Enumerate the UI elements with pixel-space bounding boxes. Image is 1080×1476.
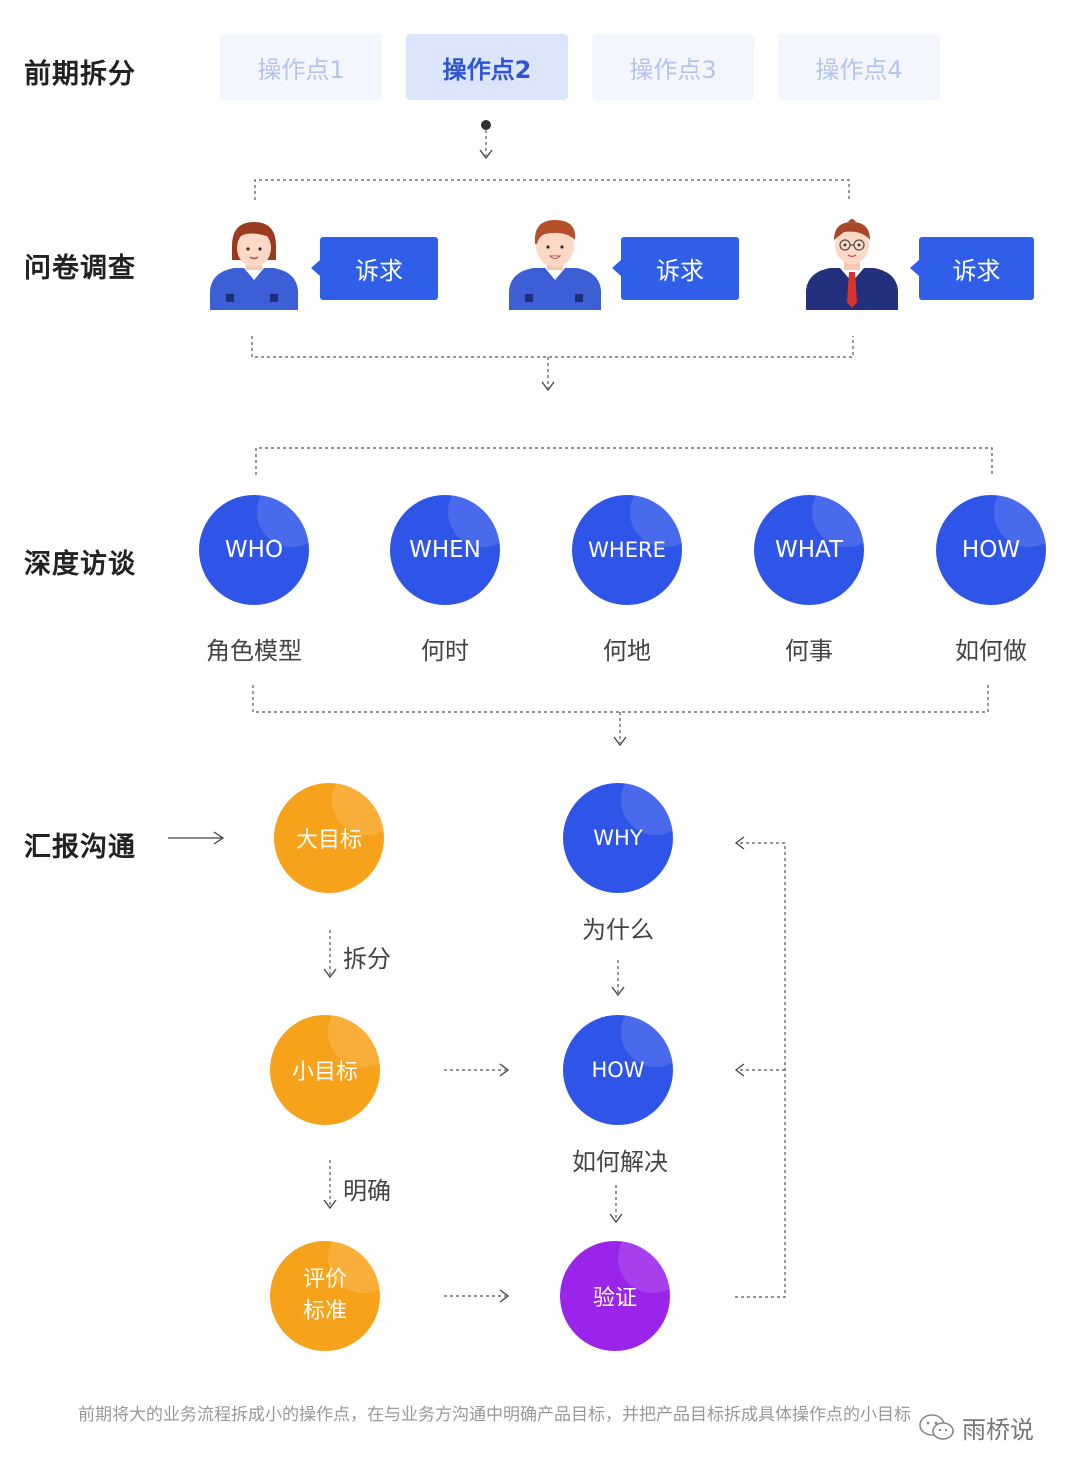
section-label-interview: 深度访谈 — [24, 549, 136, 580]
criteria-line-2: 标准 — [302, 1299, 347, 1324]
section-label-split: 前期拆分 — [24, 59, 136, 90]
section-label-report: 汇报沟通 — [24, 832, 136, 863]
watermark: 雨桥说 — [918, 1410, 1034, 1445]
caption-how: 如何做 — [955, 637, 1027, 665]
male-user-avatar-icon — [509, 220, 601, 310]
when-label: WHEN — [409, 537, 481, 563]
tab-operation-point-3[interactable]: 操作点3 — [592, 34, 754, 100]
big-goal-circle: 大目标 — [274, 783, 384, 893]
what-circle: WHAT — [754, 495, 864, 605]
watermark-text: 雨桥说 — [962, 1416, 1034, 1444]
caption-when: 何时 — [421, 637, 469, 665]
how-circle-report: HOW — [563, 1015, 673, 1125]
tab-operation-point-2[interactable]: 操作点2 — [406, 34, 568, 100]
when-circle: WHEN — [390, 495, 500, 605]
where-label: WHERE — [588, 538, 666, 562]
manager-avatar-icon — [806, 219, 898, 310]
caption-role-model: 角色模型 — [206, 637, 302, 665]
verify-label: 验证 — [592, 1286, 637, 1311]
where-circle: WHERE — [572, 495, 682, 605]
caption-why: 为什么 — [582, 916, 654, 944]
big-goal-label: 大目标 — [295, 828, 362, 853]
clarify-label: 明确 — [343, 1177, 391, 1205]
female-user-avatar-icon — [210, 222, 298, 310]
section-label-survey: 问卷调查 — [24, 253, 136, 284]
demand-bubble-2: 诉求 — [612, 237, 739, 300]
why-circle: WHY — [563, 783, 673, 893]
verify-circle: 验证 — [560, 1241, 670, 1351]
caption-what: 何事 — [785, 637, 833, 665]
tab-operation-point-4[interactable]: 操作点4 — [778, 34, 940, 100]
caption-how-solve: 如何解决 — [572, 1148, 668, 1176]
small-goal-circle: 小目标 — [270, 1015, 380, 1125]
criteria-line-1: 评价 — [302, 1267, 347, 1292]
wechat-icon — [919, 1413, 954, 1440]
demand-bubble-1: 诉求 — [311, 237, 438, 300]
how-circle-interview: HOW — [936, 495, 1046, 605]
what-label: WHAT — [774, 537, 844, 563]
who-label: WHO — [224, 537, 284, 563]
why-label: WHY — [593, 826, 643, 850]
how-label-report: HOW — [591, 1058, 645, 1082]
footer-caption: 前期将大的业务流程拆成小的操作点，在与业务方沟通中明确产品目标，并把产品目标拆成… — [78, 1405, 911, 1425]
who-circle: WHO — [199, 495, 309, 605]
tab-operation-point-1[interactable]: 操作点1 — [220, 34, 382, 100]
how-label-interview: HOW — [961, 537, 1021, 563]
evaluation-criteria-circle: 评价标准 — [270, 1241, 380, 1351]
split-label: 拆分 — [343, 945, 391, 973]
small-goal-label: 小目标 — [291, 1060, 358, 1085]
demand-bubble-3: 诉求 — [910, 237, 1034, 300]
caption-where: 何地 — [603, 637, 651, 665]
